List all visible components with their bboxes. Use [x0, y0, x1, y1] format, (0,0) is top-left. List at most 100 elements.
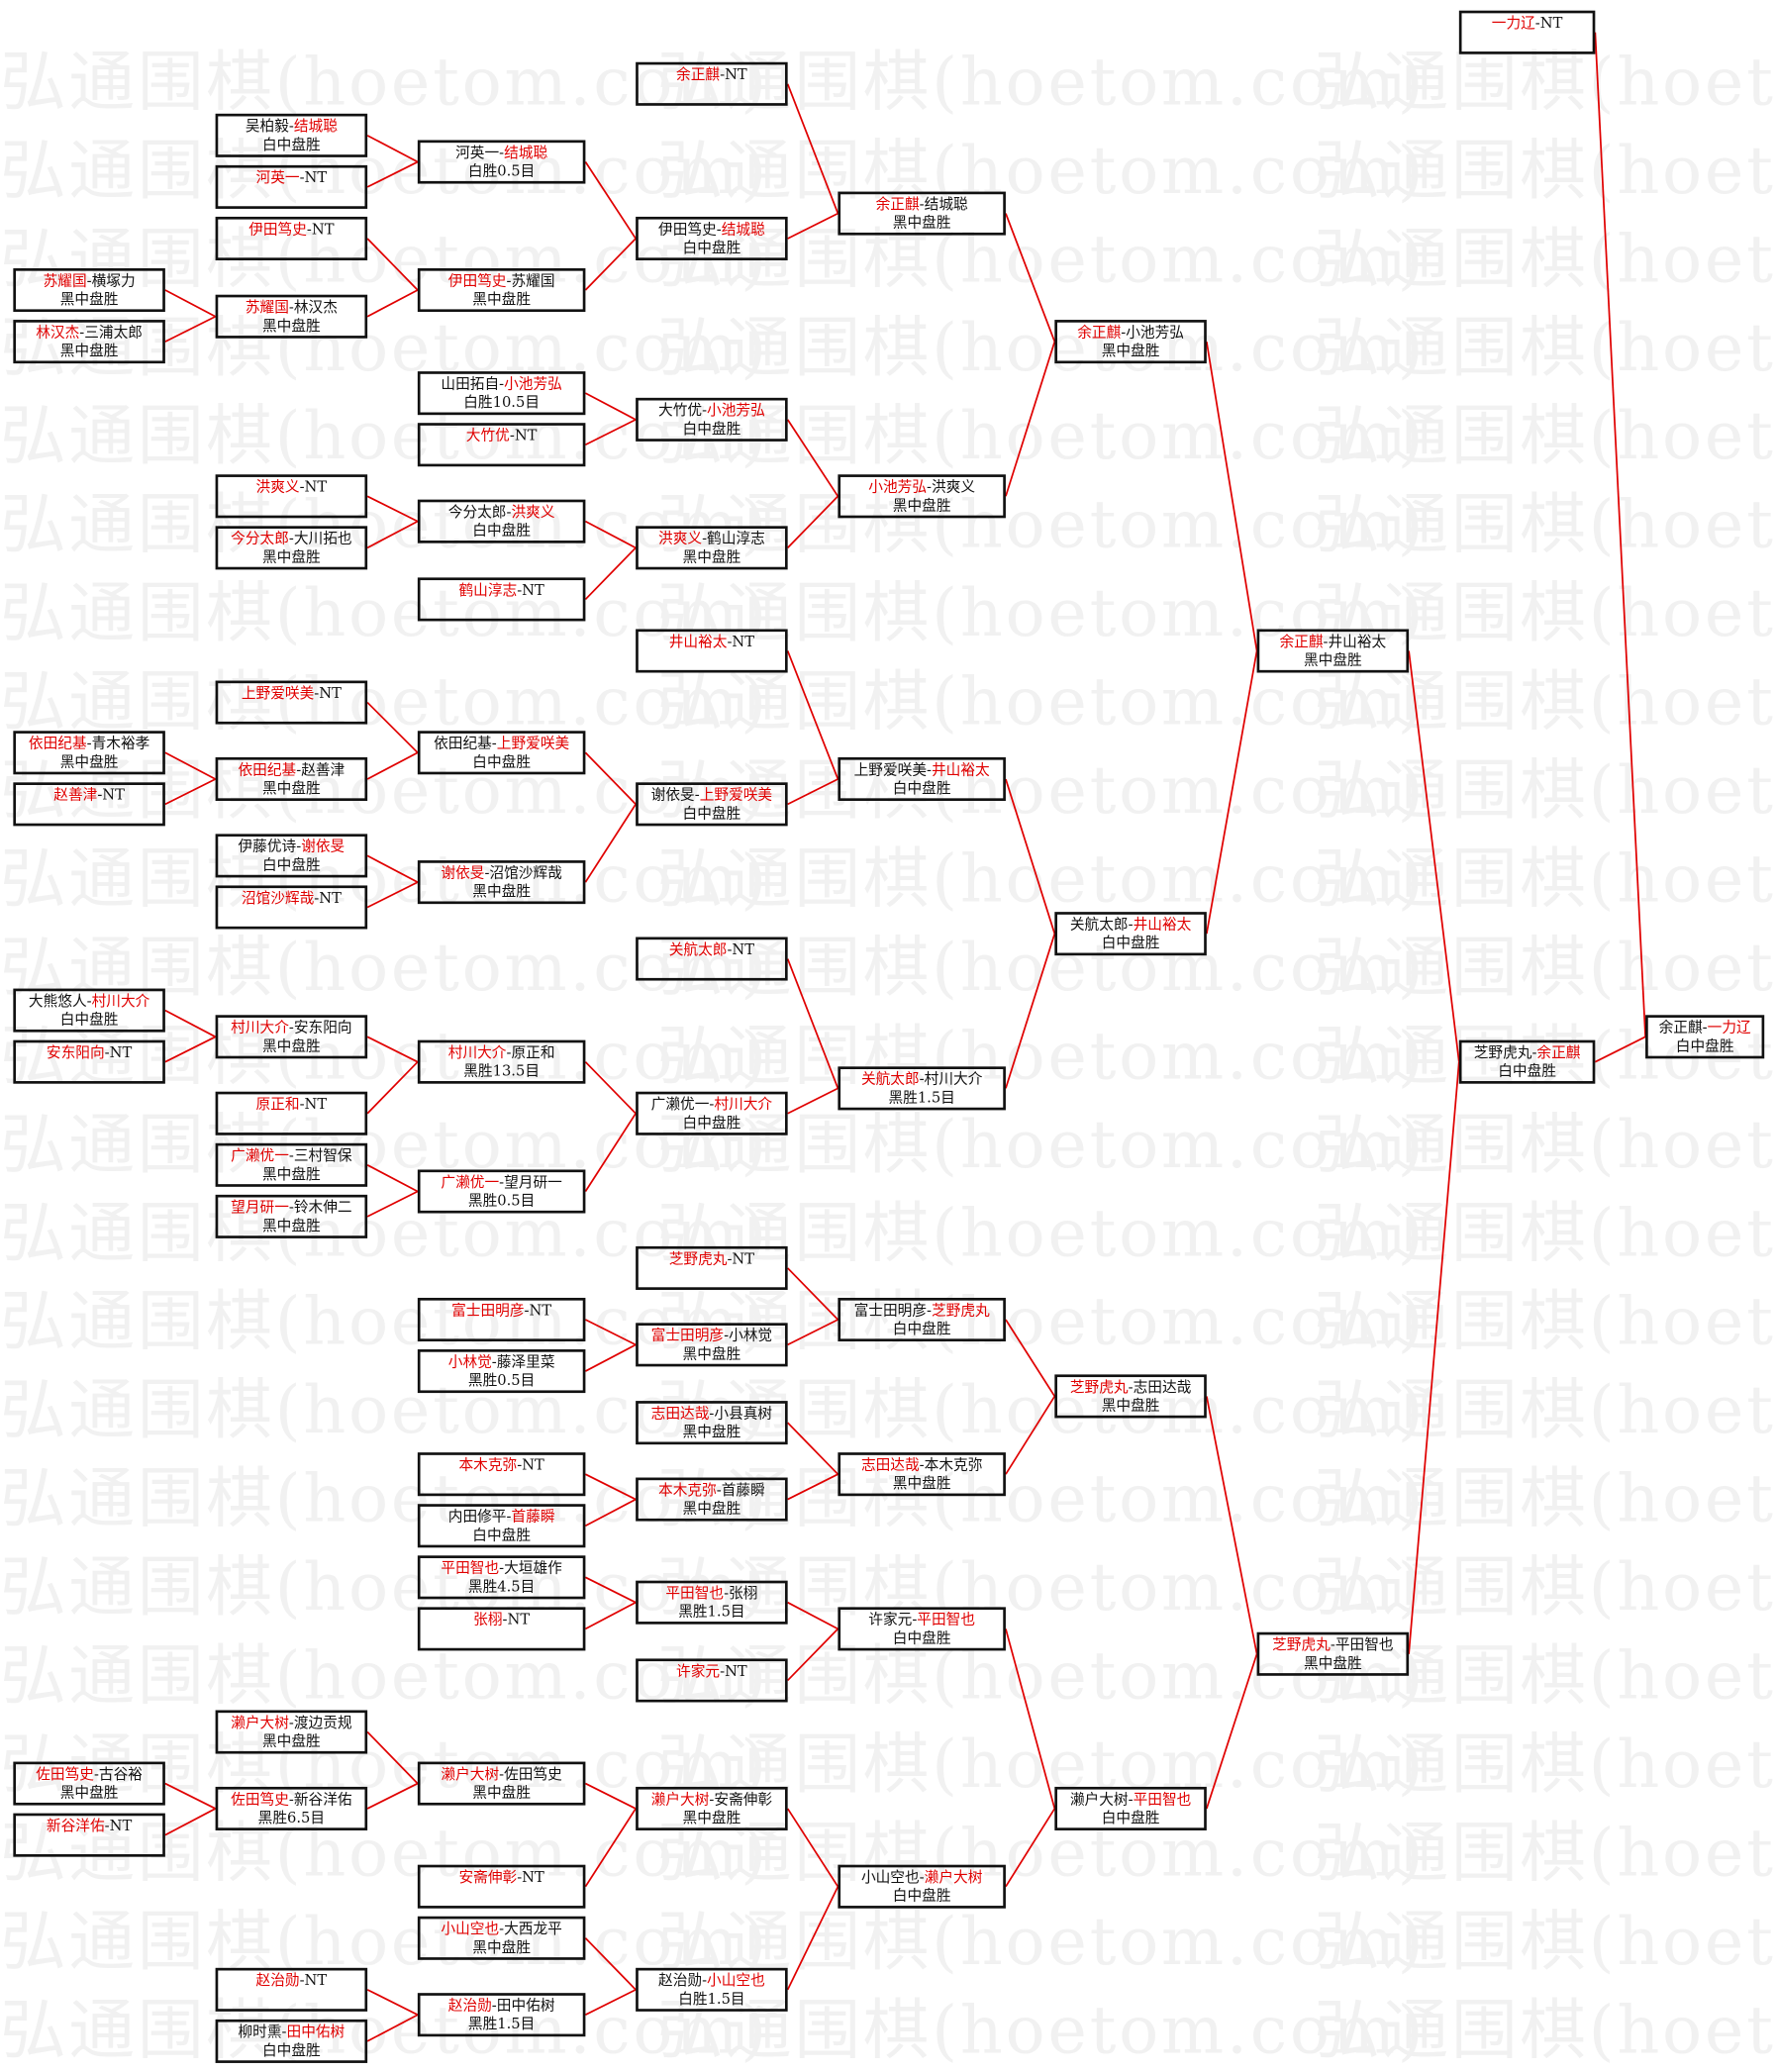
player-1: 濑户大树	[231, 1714, 289, 1731]
separator: -	[86, 272, 92, 290]
player-2: 一力辽	[1707, 1019, 1751, 1036]
match-box: 濑户大树-渡边贡规黑中盘胜	[215, 1710, 368, 1754]
player-1: 大熊悠人	[28, 992, 87, 1010]
match-players: 芝野虎丸-NT	[639, 1250, 785, 1269]
player-2: 上野爱咲美	[496, 735, 570, 752]
bracket-connector	[1005, 213, 1056, 343]
bracket-connector	[585, 1343, 637, 1372]
match-box: 张栩-NT	[417, 1607, 586, 1651]
bracket-connector	[1205, 341, 1258, 651]
separator: -	[927, 478, 932, 496]
match-result: 黑中盘胜	[59, 290, 119, 309]
player-2: 望月研一	[504, 1173, 562, 1191]
watermark-text: 弘通围棋(hoetom.com)	[656, 663, 1427, 740]
player-1: 本木克弥	[658, 1481, 717, 1499]
separator: -	[506, 503, 512, 521]
player-1: 余正麒	[676, 65, 721, 84]
match-players: 安斋伸彰-NT	[421, 1869, 583, 1888]
no-opponent-label: NT	[732, 1249, 755, 1268]
match-players: 大竹优-小池芳弘	[639, 402, 785, 421]
separator: -	[97, 786, 103, 804]
watermark-text: 弘通围棋(hoetom.com)	[656, 574, 1427, 652]
bracket-connector	[786, 650, 839, 780]
player-1: 赵善津	[53, 786, 98, 804]
match-players: 广濑优一-三村智保	[218, 1147, 364, 1166]
player-1: 濑户大树	[441, 1765, 500, 1783]
match-players: 志田达哉-小县真树	[639, 1405, 785, 1424]
watermark-text: 弘通围棋(hoetom.com)	[1313, 1548, 1776, 1627]
separator: -	[1128, 1790, 1134, 1809]
match-result: 白胜0.5目	[467, 162, 536, 180]
match-players: 望月研一-铃木伸二	[218, 1199, 364, 1218]
player-2: 小池芳弘	[504, 375, 562, 393]
player-2: 志田达哉	[1133, 1378, 1192, 1396]
watermark-text: 弘通围棋(hoetom.com)	[0, 1283, 769, 1360]
separator: -	[927, 760, 932, 779]
bracket-connector	[366, 289, 419, 318]
player-2: 沼馆沙辉哉	[489, 864, 562, 882]
match-players: 赵治勋-NT	[218, 1972, 364, 1991]
match-players: 张栩-NT	[421, 1611, 583, 1629]
match-players: 伊田笃史-苏耀国	[421, 272, 583, 291]
match-box: 大熊悠人-村川大介白中盘胜	[13, 988, 165, 1033]
player-2: 小林觉	[729, 1327, 773, 1344]
match-result: 白胜1.5目	[678, 1990, 745, 2008]
match-result: 白中盘胜	[59, 1011, 119, 1029]
watermark-text: 弘通围棋(hoetom.com)	[0, 486, 769, 563]
player-1: 平田智也	[665, 1584, 725, 1603]
no-opponent-label: NT	[522, 581, 544, 599]
bracket-connector	[584, 1061, 637, 1115]
player-1: 沼馆沙辉哉	[241, 889, 315, 907]
player-2: 渡边贡规	[293, 1714, 352, 1731]
player-1: 村川大介	[447, 1043, 507, 1062]
player-1: 小池芳弘	[868, 478, 928, 496]
player-2: 安东阳向	[293, 1019, 352, 1036]
match-players: 本木克弥-首藤瞬	[639, 1482, 785, 1501]
separator: -	[93, 1765, 99, 1783]
match-result: 黑中盘胜	[261, 1036, 321, 1055]
separator: -	[288, 530, 294, 547]
bracket-connector	[584, 751, 637, 805]
match-players: 依田纪基-青木裕孝	[16, 735, 162, 753]
match-box: 原正和-NT	[215, 1091, 368, 1135]
match-box: 新谷洋佑-NT	[13, 1813, 165, 1857]
match-players: 许家元-平田智也	[840, 1611, 1003, 1629]
match-result: 白中盘胜	[472, 752, 532, 771]
match-box: 井山裕太-NT	[636, 629, 788, 673]
match-players: 濑户大树-渡边贡规	[218, 1714, 364, 1732]
match-players: 小林觉-藤泽里菜	[421, 1353, 583, 1372]
match-box: 上野爱咲美-NT	[215, 680, 368, 725]
bracket-connector	[787, 1601, 839, 1630]
player-1: 内田修平	[447, 1508, 507, 1526]
watermark-text: 弘通围棋(hoetom.com)	[1313, 1726, 1776, 1803]
bracket-connector	[584, 238, 637, 291]
separator: -	[720, 65, 726, 84]
separator: -	[1121, 324, 1127, 342]
player-1: 佐田笃史	[231, 1790, 289, 1809]
match-box: 志田达哉-小县真树黑中盘胜	[636, 1401, 788, 1445]
match-players: 一力辽-NT	[1462, 15, 1593, 34]
separator: -	[299, 1971, 305, 1990]
player-2: 新谷洋佑	[293, 1790, 352, 1809]
match-result: 白中盘胜	[892, 1887, 951, 1905]
player-2: 赵善津	[301, 760, 345, 779]
no-opponent-label: NT	[304, 1095, 328, 1114]
bracket-connector	[366, 1036, 419, 1063]
watermark-text: 弘通围棋(hoetom.com)	[1313, 1460, 1776, 1537]
watermark-text: 弘通围棋(hoetom.com)	[656, 132, 1427, 209]
match-players: 余正麒-结城聪	[840, 196, 1003, 215]
player-2: 大川拓也	[293, 530, 352, 547]
match-result: 黑中盘胜	[1303, 1654, 1362, 1672]
player-2: 濑户大树	[924, 1868, 983, 1887]
bracket-connector	[1206, 1396, 1258, 1654]
watermark-text: 弘通围棋(hoetom.com)	[1313, 1814, 1776, 1892]
player-2: 古谷裕	[98, 1765, 143, 1783]
player-2: 安斋伸彰	[714, 1790, 773, 1809]
player-1: 许家元	[676, 1662, 721, 1680]
player-2: 田中佑树	[496, 1997, 555, 2015]
bracket-connector	[585, 1473, 637, 1501]
watermark-text: 弘通围棋(hoetom.com)	[1313, 1991, 1776, 2069]
player-2: 铃木伸二	[293, 1198, 352, 1217]
player-2: 平田智也	[1133, 1790, 1192, 1809]
watermark-text: 弘通围棋(hoetom.com)	[656, 1726, 1427, 1803]
